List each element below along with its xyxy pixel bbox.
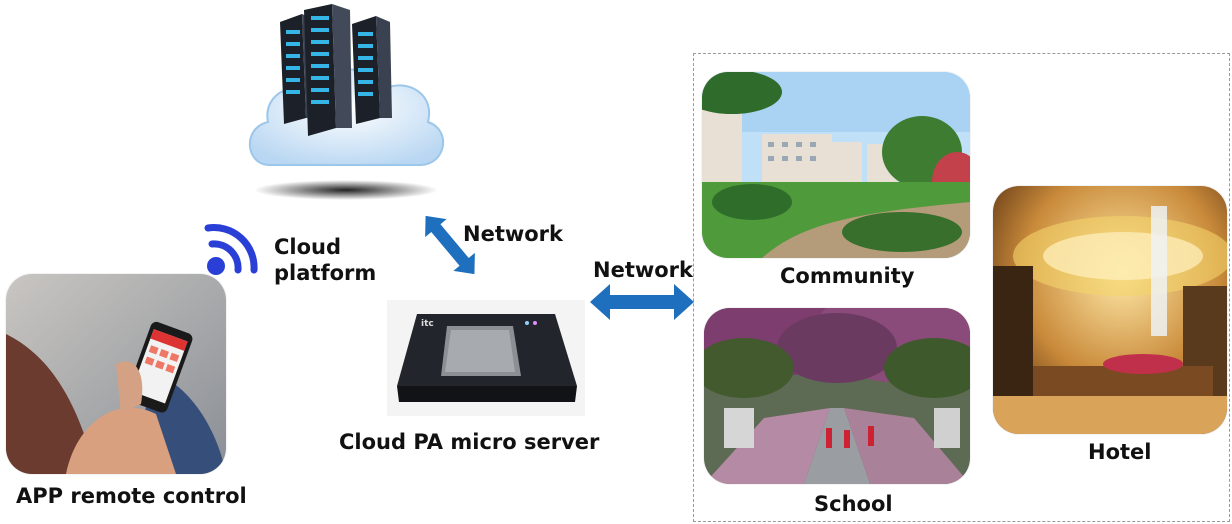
app-photo: [6, 274, 226, 474]
server-label: Cloud PA micro server: [339, 430, 600, 454]
network-label-right: Network: [593, 258, 694, 282]
network-label-top: Network: [463, 222, 564, 246]
wifi-icon: [204, 224, 258, 275]
device-brand: itc: [421, 319, 434, 329]
hotel-label: Hotel: [1088, 440, 1152, 464]
sites-region: [693, 53, 1230, 522]
double-arrow-icon: [425, 215, 475, 275]
school-label: School: [814, 492, 893, 516]
hotel-photo: [993, 186, 1227, 434]
pa-server-device-icon: itc: [387, 300, 585, 416]
school-photo: [704, 308, 970, 484]
community-label: Community: [780, 264, 915, 288]
double-arrow-icon: [590, 284, 694, 320]
cloud-server-icon: [248, 4, 445, 200]
app-label: APP remote control: [16, 484, 247, 508]
cloud-platform-line2: platform: [274, 261, 377, 285]
cloud-platform-label: Cloud platform: [274, 234, 376, 286]
cloud-platform-line1: Cloud: [274, 235, 342, 259]
community-photo: [702, 72, 970, 258]
